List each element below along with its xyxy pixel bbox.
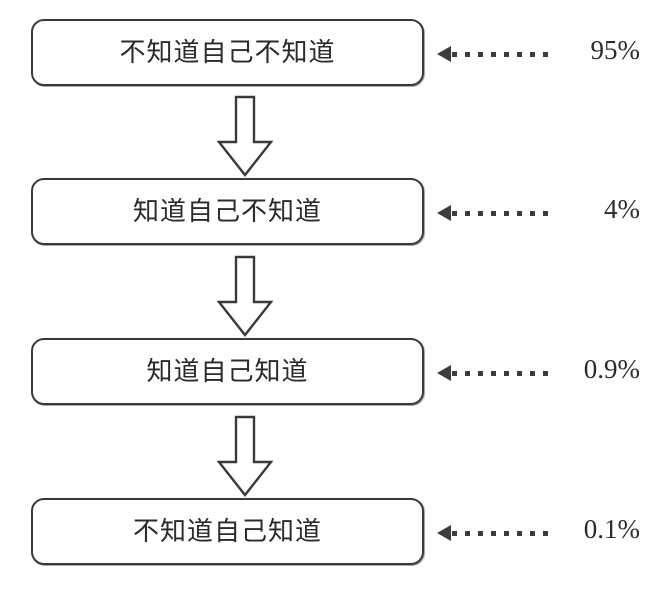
- node-label-1: 不知道自己不知道: [119, 37, 336, 68]
- node-box-2[interactable]: 知道自己不知道: [31, 178, 424, 245]
- connector-3: [437, 360, 637, 386]
- down-block-arrow-icon-1: [213, 94, 277, 178]
- percent-wrap-4: 0.1%: [520, 514, 640, 544]
- percent-wrap-3: 0.9%: [520, 354, 640, 384]
- dotted-line-3: [452, 370, 548, 376]
- node-box-1[interactable]: 不知道自己不知道: [31, 19, 424, 86]
- connector-4: [437, 520, 637, 546]
- percent-wrap-2: 4%: [520, 194, 640, 224]
- node-label-4: 不知道自己知道: [132, 516, 322, 547]
- connector-1: [437, 41, 637, 67]
- percent-wrap-1: 95%: [520, 35, 641, 65]
- node-box-4[interactable]: 不知道自己知道: [31, 498, 424, 565]
- percent-value-4: 0.1%: [583, 514, 640, 544]
- left-arrow-dotted-icon: [437, 205, 451, 221]
- node-box-3[interactable]: 知道自己知道: [31, 338, 424, 405]
- percent-value-1: 95%: [590, 35, 641, 65]
- down-block-arrow-icon-3: [213, 414, 277, 498]
- left-arrow-dotted-icon: [437, 46, 451, 62]
- dotted-line-1: [452, 51, 548, 57]
- left-arrow-dotted-icon: [437, 525, 451, 541]
- left-arrow-dotted-icon: [437, 365, 451, 381]
- down-block-arrow-icon-2: [213, 254, 277, 338]
- dotted-line-2: [452, 210, 548, 216]
- dotted-line-4: [452, 530, 548, 536]
- connector-2: [437, 200, 637, 226]
- percent-value-3: 0.9%: [583, 354, 640, 384]
- node-label-2: 知道自己不知道: [132, 196, 322, 227]
- node-label-3: 知道自己知道: [146, 356, 309, 387]
- percent-value-2: 4%: [604, 194, 640, 224]
